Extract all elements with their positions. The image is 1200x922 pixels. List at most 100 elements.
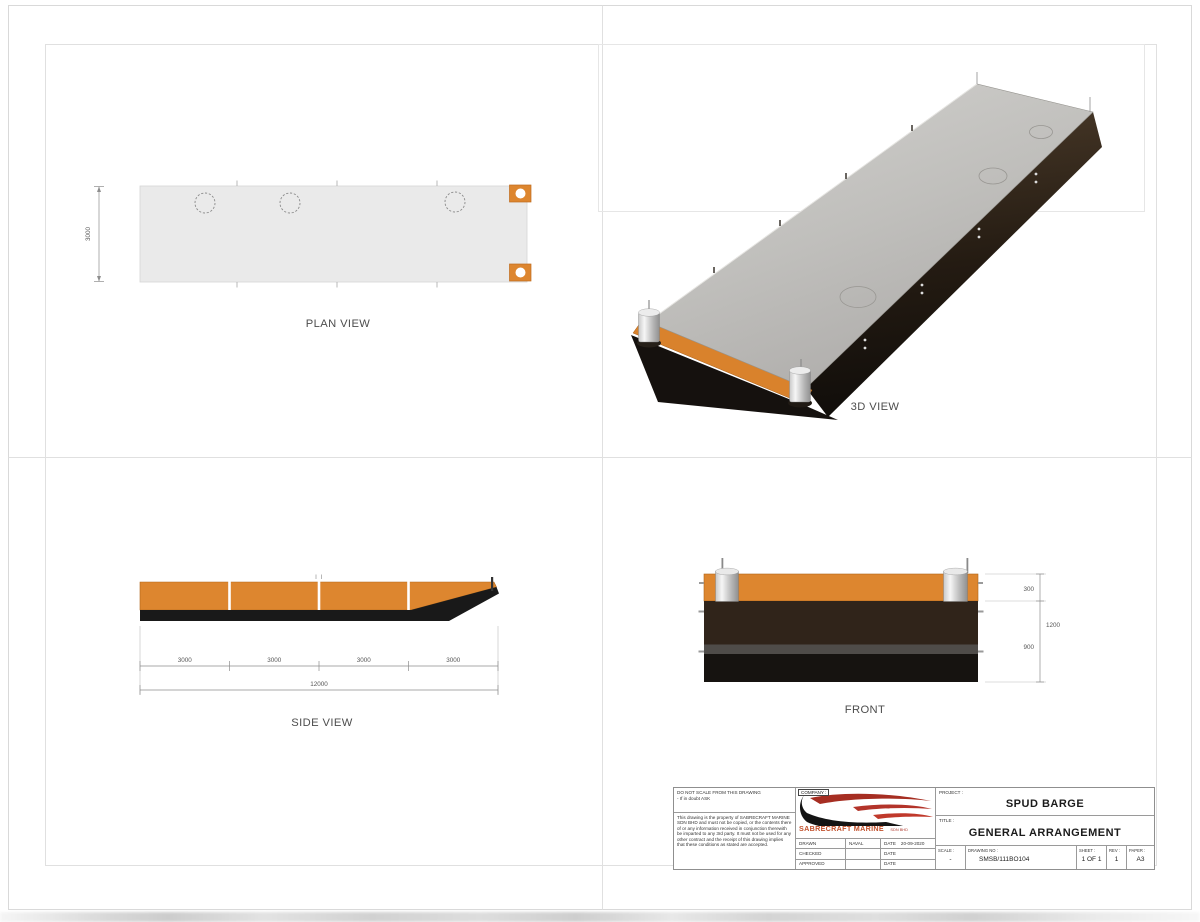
side-dim-row-segments (139, 661, 499, 671)
project-value: SPUD BARGE (1005, 798, 1085, 810)
sheet-value: 1 OF 1 (1081, 856, 1102, 863)
side-view-label: SIDE VIEW (291, 717, 352, 729)
front-dim-300: 300 (1023, 586, 1034, 593)
sheet-frames (8, 5, 1192, 910)
sabrecraft-marine-logo-icon (800, 793, 933, 826)
iso-hull-side (806, 112, 1102, 417)
sheet-label: SHEET : (1079, 847, 1096, 853)
front-view: 300 1200 900 FRONT (698, 558, 1061, 716)
front-dim-line (1036, 573, 1044, 683)
signoff-table: DRAWN NAVAL DATE 20-09-2020 CHECKED DATE (796, 839, 935, 869)
title-block-project-column: PROJECT : SPUD BARGE TITLE : GENERAL ARR… (936, 788, 1154, 869)
rev-cell: REV : 1 (1107, 846, 1127, 869)
signoff-date-cell: DATE (881, 860, 935, 869)
scale-cell: SCALE : - (936, 846, 966, 869)
paper-label: PAPER : (1129, 847, 1146, 853)
front-band-orange (703, 573, 979, 602)
signoff-name: NAVAL (846, 839, 881, 849)
front-spud-pipe-right (943, 558, 969, 602)
signoff-date-cell: DATE 20-09-2020 (881, 839, 935, 848)
title-block-notes-column: DO NOT SCALE FROM THIS DRAWING - If in d… (674, 788, 796, 869)
signoff-row-checked: CHECKED DATE (796, 848, 935, 859)
sheet-cell: SHEET : 1 OF 1 (1077, 846, 1107, 869)
front-band-gray (704, 644, 978, 654)
side-dim-3000-3: 3000 (357, 657, 372, 664)
do-not-scale-line1: DO NOT SCALE FROM THIS DRAWING (677, 790, 761, 795)
side-extension-lines (139, 626, 499, 694)
company-label: COMPANY : (798, 789, 830, 796)
front-spud-pipe-left (715, 558, 739, 602)
iso-port-bollards (713, 125, 913, 273)
drawing-no-label: DRAWING NO : (968, 847, 998, 853)
side-dim-row-overall (139, 685, 499, 695)
iso-starboard-posts (863, 172, 1038, 350)
iso-deck-port-edge-highlight (647, 83, 978, 323)
rev-label: REV : (1109, 847, 1120, 853)
do-not-scale-line2: - If in doubt ASK (677, 795, 711, 801)
plan-spud-well-top (509, 184, 532, 203)
title-row: TITLE : GENERAL ARRANGEMENT (936, 816, 1154, 846)
iso-spud-pipe-starboard (788, 359, 812, 408)
iso-stern-pins (976, 72, 1091, 112)
side-dim-12000: 12000 (310, 681, 328, 688)
meta-row: SCALE : - DRAWING NO : SMSB/111BO104 SHE… (936, 846, 1154, 869)
title-value: GENERAL ARRANGEMENT (968, 827, 1122, 839)
iso-spud-pipe-port (637, 300, 661, 348)
title-label: TITLE : (939, 817, 955, 823)
side-dim-3000-4: 3000 (446, 657, 461, 664)
front-dim-900: 900 (1023, 644, 1034, 651)
plan-manhole-circles (194, 191, 466, 214)
side-hull-bottom-black (140, 587, 499, 621)
plan-view-label: PLAN VIEW (306, 318, 371, 330)
company-name-suffix: SDN BHD (890, 827, 908, 832)
company-name-main: SABRECRAFT MARINE (799, 824, 884, 833)
do-not-scale-note: DO NOT SCALE FROM THIS DRAWING - If in d… (674, 788, 795, 813)
project-row: PROJECT : SPUD BARGE (936, 788, 1154, 816)
scale-value: - (949, 856, 952, 863)
company-name: SABRECRAFT MARINE SDN BHD (799, 818, 908, 836)
scale-label: SCALE : (938, 847, 955, 853)
iso-deck-manholes (839, 125, 1053, 308)
signoff-row-drawn: DRAWN NAVAL DATE 20-09-2020 (796, 839, 935, 849)
signoff-role: APPROVED (796, 859, 846, 869)
front-side-ticks (698, 582, 984, 653)
front-band-brown (704, 601, 978, 645)
plan-width-dim-text: 3000 (85, 227, 92, 242)
side-view: 3000 3000 3000 3000 12000 SIDE VIEW (139, 574, 499, 729)
plan-width-dimension (94, 186, 104, 282)
iso-view: 3D VIEW (631, 72, 1102, 420)
signoff-row-approved: APPROVED DATE (796, 858, 935, 869)
front-band-black (704, 654, 978, 682)
drawing-no-cell: DRAWING NO : SMSB/111BO104 (966, 846, 1077, 869)
title-block: DO NOT SCALE FROM THIS DRAWING - If in d… (673, 787, 1155, 870)
paper-cell: PAPER : A3 (1127, 846, 1154, 869)
front-dim-extension-lines (985, 573, 1046, 683)
iso-bow-underside (631, 335, 838, 420)
side-dim-3000-2: 3000 (267, 657, 282, 664)
plan-bulkhead-ticks (236, 180, 438, 288)
signoff-date-label: DATE (884, 861, 896, 867)
screenshot-bottom-artifact (0, 912, 1200, 922)
rev-value: 1 (1114, 856, 1119, 863)
signoff-date-value: 20-09-2020 (900, 840, 925, 846)
front-view-label: FRONT (845, 704, 886, 716)
signoff-name (846, 849, 881, 859)
plan-view: 3000 PLAN VIEW (85, 180, 532, 330)
side-bulkhead-gaps (228, 581, 410, 611)
ownership-disclaimer: This drawing is the property of SABRECRA… (677, 815, 792, 848)
project-label: PROJECT : (939, 789, 963, 795)
signoff-role: DRAWN (796, 839, 846, 849)
signoff-date-label: DATE (884, 840, 896, 846)
front-dim-1200: 1200 (1046, 622, 1061, 629)
title-block-company-column: COMPANY : SABRECRAFT MARINE SDN BHD DRAW… (796, 788, 936, 869)
side-bow-spud-mark (491, 577, 494, 591)
paper-value: A3 (1136, 856, 1145, 863)
drawing-no-value: SMSB/111BO104 (979, 856, 1030, 863)
signoff-date-cell: DATE (881, 849, 935, 858)
side-dim-3000-1: 3000 (178, 657, 193, 664)
company-cell: COMPANY : SABRECRAFT MARINE SDN BHD (796, 788, 935, 839)
iso-view-label: 3D VIEW (851, 401, 900, 413)
signoff-role: CHECKED (796, 849, 846, 859)
